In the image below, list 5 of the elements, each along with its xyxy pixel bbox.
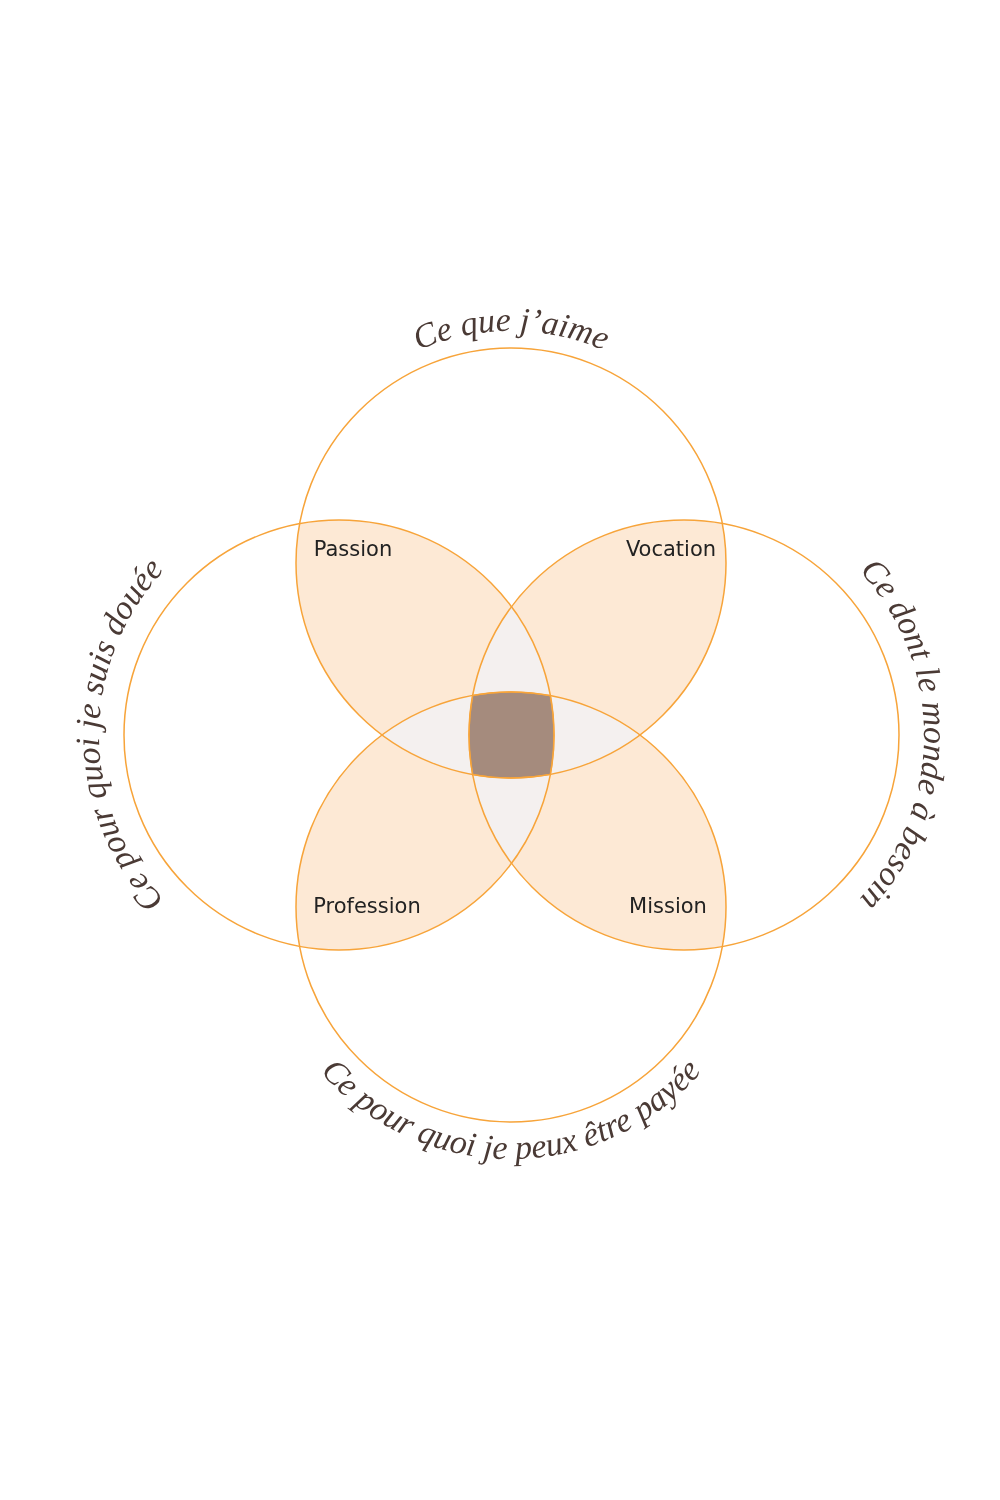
region-label: Mission [629,894,707,918]
region-label: Profession [313,894,421,918]
circle-heading: Ce que j’aime [407,300,615,357]
region-label: Vocation [625,537,717,561]
region-label: Passion [313,537,393,561]
